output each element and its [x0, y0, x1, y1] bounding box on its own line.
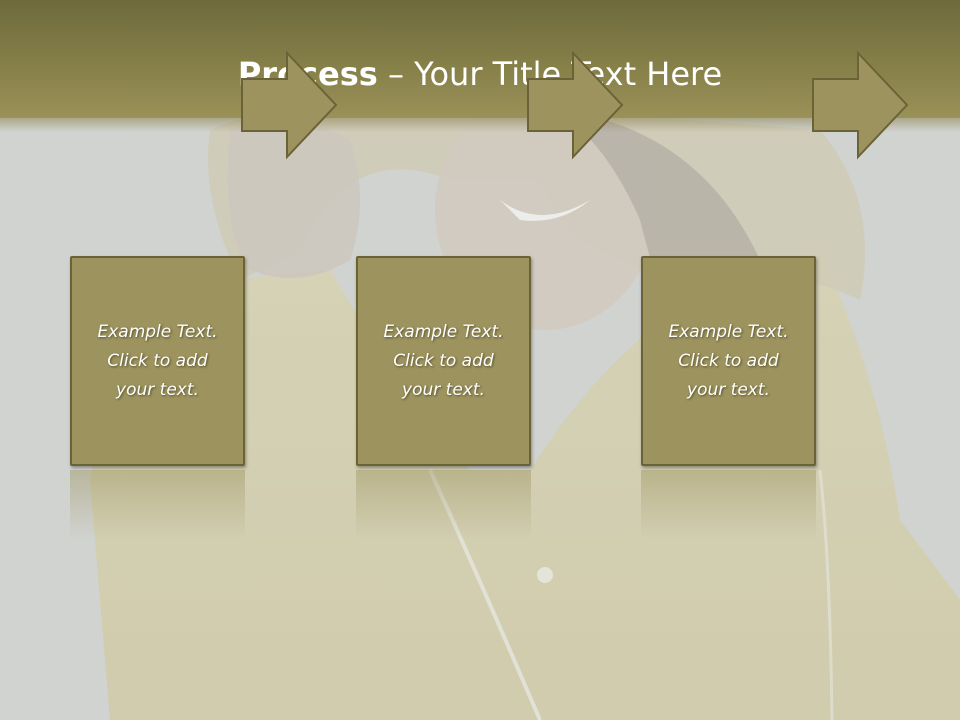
step-reflection: [356, 470, 531, 540]
step-reflection: [70, 470, 245, 540]
step-reflection: [641, 470, 816, 540]
process-step-2[interactable]: Example Text. Click to add your text.: [356, 256, 531, 466]
step-text[interactable]: Example Text. Click to add your text.: [383, 321, 504, 400]
arrow-right-icon: [527, 50, 624, 160]
arrow-right-icon: [812, 50, 909, 160]
step-text[interactable]: Example Text. Click to add your text.: [668, 321, 789, 400]
step-box[interactable]: Example Text. Click to add your text.: [70, 256, 245, 466]
process-step-3[interactable]: Example Text. Click to add your text.: [641, 256, 816, 466]
step-text[interactable]: Example Text. Click to add your text.: [97, 321, 218, 400]
process-step-1[interactable]: Example Text. Click to add your text.: [70, 256, 245, 466]
step-box[interactable]: Example Text. Click to add your text.: [641, 256, 816, 466]
title-bar: [0, 0, 960, 132]
step-box[interactable]: Example Text. Click to add your text.: [356, 256, 531, 466]
arrow-right-icon: [241, 50, 338, 160]
